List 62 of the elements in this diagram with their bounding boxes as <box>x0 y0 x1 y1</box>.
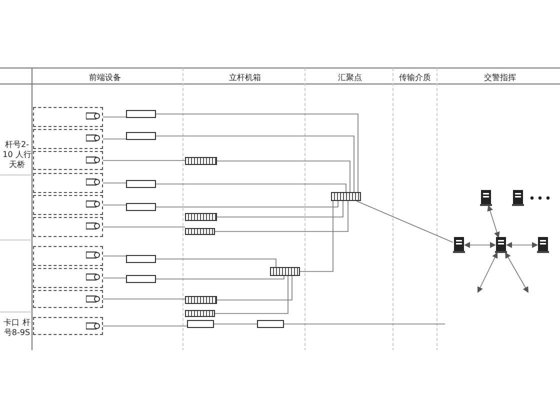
media-converter <box>126 180 156 188</box>
media-converter <box>126 275 156 283</box>
arrow <box>478 252 498 293</box>
connector-line <box>102 138 126 140</box>
connector-line <box>216 160 350 192</box>
device-group-box <box>33 151 103 170</box>
connector-line <box>156 200 338 208</box>
device-group-box <box>33 195 103 215</box>
device-group-box <box>33 129 103 149</box>
connector-line <box>300 200 334 272</box>
connector-line <box>156 276 284 280</box>
connector-line <box>156 184 346 192</box>
connector-line <box>216 276 292 300</box>
network-switch <box>185 228 215 235</box>
connector-line <box>356 200 454 243</box>
row-label: 杆号2-10 人行天桥 <box>2 140 32 170</box>
server-icon <box>512 190 524 206</box>
arrow <box>464 242 496 248</box>
device-group-box <box>33 173 103 193</box>
device-group-box <box>33 268 103 288</box>
network-switch <box>185 310 215 317</box>
column-header: 交警指挥 <box>483 72 517 83</box>
connector-line <box>102 116 126 118</box>
media-converter <box>126 203 156 211</box>
arrow <box>506 242 538 248</box>
server-icon <box>453 237 465 253</box>
connector-line <box>102 298 186 300</box>
arrow <box>487 205 500 238</box>
media-converter <box>126 255 156 263</box>
connector-line <box>156 114 358 192</box>
device-group-box <box>33 217 103 237</box>
network-switch <box>185 213 217 221</box>
media-converter <box>257 320 284 328</box>
device-group-box <box>33 246 103 266</box>
media-converter <box>187 320 214 328</box>
media-converter <box>126 110 156 118</box>
column-header: 立杆机箱 <box>228 72 262 83</box>
network-switch <box>185 296 217 304</box>
connector-line <box>102 226 186 228</box>
connector-line <box>102 182 126 184</box>
connector-line <box>156 258 276 268</box>
media-converter <box>126 132 156 140</box>
arrow <box>505 252 528 293</box>
network-switch <box>185 157 217 165</box>
connector-line <box>102 160 186 161</box>
device-group-box <box>33 107 103 127</box>
column-header: 汇聚点 <box>337 72 363 83</box>
device-group-box <box>33 317 103 335</box>
connector-line <box>156 136 354 192</box>
row-label: 卡口 杆号8-9S <box>2 318 32 338</box>
network-switch <box>270 267 300 276</box>
server-icon <box>495 237 507 253</box>
column-header: 传输介质 <box>398 72 432 83</box>
device-group-box <box>33 290 103 308</box>
connector-line <box>214 200 348 232</box>
connector-line <box>216 200 344 218</box>
server-icon <box>480 190 492 206</box>
connector-line <box>214 276 288 314</box>
server-icon <box>537 237 549 253</box>
column-header: 前端设备 <box>88 72 122 83</box>
network-switch <box>331 192 361 201</box>
connector-line <box>102 204 126 206</box>
